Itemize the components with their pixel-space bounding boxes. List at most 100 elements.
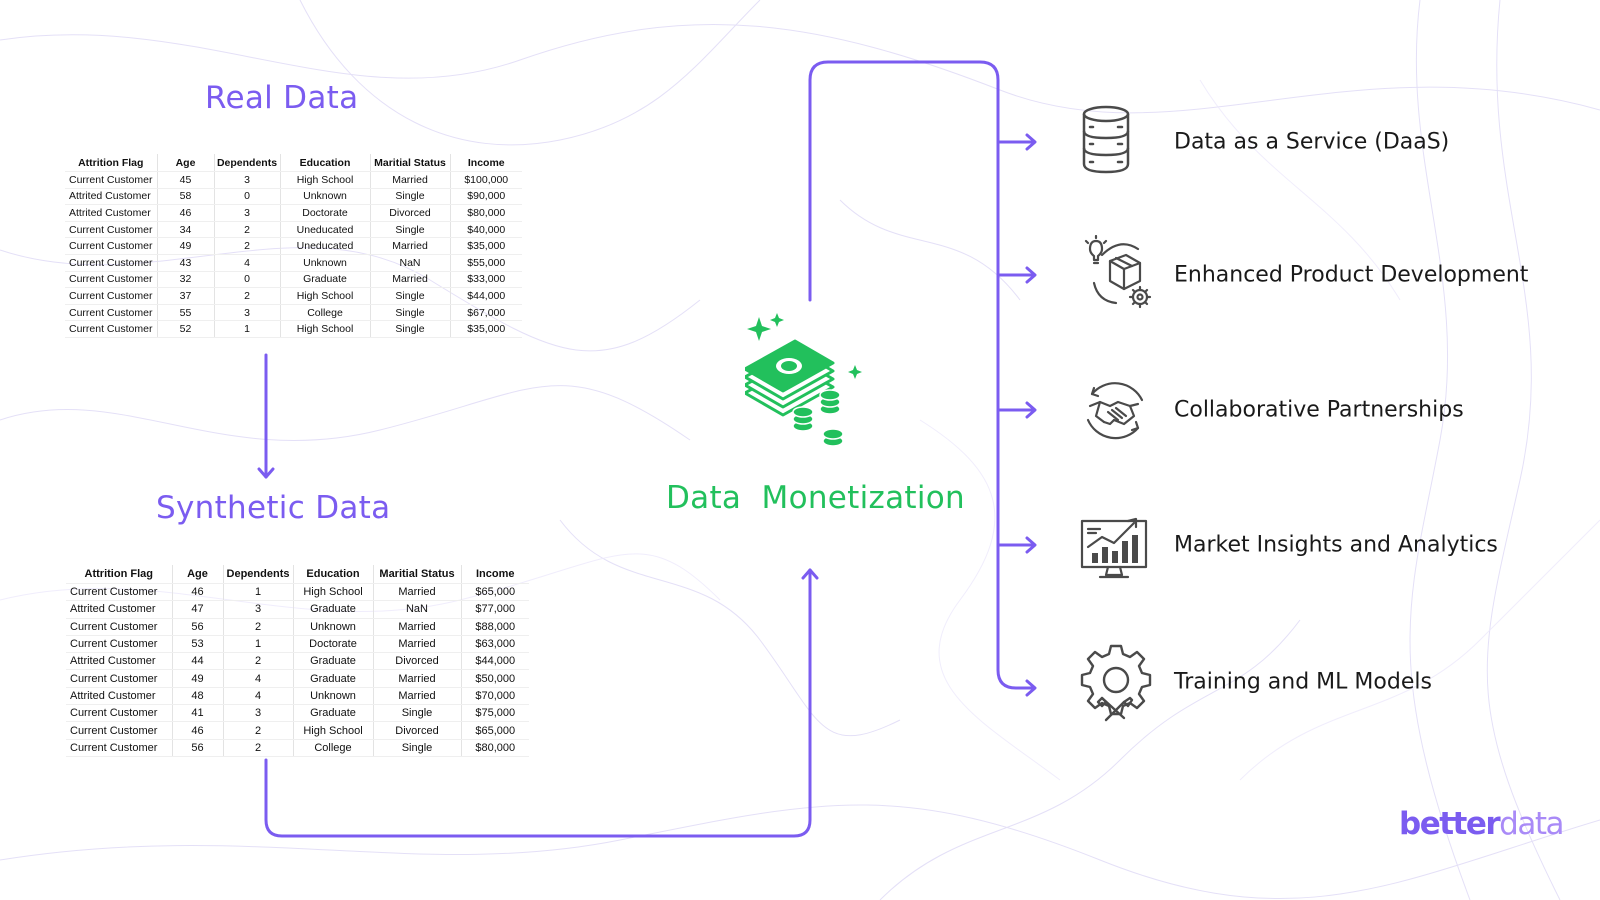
table-cell: $44,000: [461, 652, 529, 671]
table-cell: 1: [223, 583, 294, 602]
table-cell: 47: [172, 600, 224, 619]
table-cell: 46: [172, 583, 224, 602]
column-header: Education: [280, 154, 371, 172]
table-cell: Single: [370, 320, 451, 338]
table-cell: Current Customer: [66, 669, 173, 688]
table-cell: 1: [214, 320, 281, 338]
table-cell: 4: [214, 254, 281, 272]
table-cell: Married: [373, 583, 462, 602]
table-cell: 56: [172, 739, 224, 757]
real-data-title: Real Data: [205, 80, 359, 116]
use-case-label: Market Insights and Analytics: [1174, 532, 1498, 558]
use-case-market-insights: Market Insights and Analytics: [1080, 505, 1580, 585]
table-cell: Single: [370, 304, 451, 322]
table-cell: 4: [223, 669, 294, 688]
table-cell: $65,000: [461, 583, 529, 602]
table-cell: $50,000: [461, 669, 529, 688]
table-cell: 3: [214, 204, 281, 222]
column-header: Dependents: [223, 565, 294, 584]
table-cell: 49: [157, 237, 215, 255]
table-cell: Current Customer: [65, 171, 158, 189]
table-cell: Single: [370, 221, 451, 239]
column-header: Income: [461, 565, 529, 584]
product-development-icon: [1084, 235, 1152, 309]
table-cell: High School: [280, 171, 371, 189]
column-header: Age: [172, 565, 224, 584]
column-header: Maritial Status: [373, 565, 462, 584]
table-cell: Attrited Customer: [65, 188, 158, 206]
table-cell: Divorced: [370, 204, 451, 222]
column-header: Age: [157, 154, 215, 172]
table-cell: Unknown: [293, 687, 374, 706]
table-cell: 3: [214, 304, 281, 322]
column-header: Education: [293, 565, 374, 584]
synthetic-to-monetization-connector: [264, 568, 812, 838]
table-cell: 3: [223, 704, 294, 723]
table-cell: High School: [280, 320, 371, 338]
use-case-label: Enhanced Product Development: [1174, 262, 1529, 288]
table-cell: NaN: [373, 600, 462, 619]
table-cell: 52: [157, 320, 215, 338]
table-cell: Unknown: [293, 618, 374, 636]
table-cell: Current Customer: [66, 704, 173, 723]
table-cell: 2: [223, 721, 294, 740]
table-cell: High School: [280, 287, 371, 305]
table-cell: Divorced: [373, 721, 462, 740]
table-cell: $40,000: [450, 221, 522, 239]
table-cell: College: [280, 304, 371, 322]
table-cell: Attrited Customer: [65, 204, 158, 222]
table-cell: Doctorate: [280, 204, 371, 222]
data-monetization-title: Data Monetization: [666, 480, 965, 516]
use-case-label: Training and ML Models: [1174, 669, 1432, 695]
table-cell: $90,000: [450, 188, 522, 206]
column-header: Maritial Status: [370, 154, 451, 172]
table-cell: 55: [157, 304, 215, 322]
table-cell: Single: [373, 739, 462, 757]
table-cell: Married: [373, 669, 462, 688]
table-cell: Attrited Customer: [66, 687, 173, 706]
gear-wrench-icon: [1080, 644, 1152, 722]
table-cell: 2: [214, 287, 281, 305]
table-cell: Married: [373, 635, 462, 654]
use-case-product-development: Enhanced Product Development: [1080, 235, 1580, 315]
table-cell: 2: [214, 221, 281, 239]
table-cell: 2: [214, 237, 281, 255]
table-cell: $63,000: [461, 635, 529, 654]
table-cell: $55,000: [450, 254, 522, 272]
table-cell: Graduate: [293, 600, 374, 619]
column-header: Dependents: [214, 154, 281, 172]
table-cell: Current Customer: [66, 583, 173, 602]
table-cell: Divorced: [373, 652, 462, 671]
table-cell: Current Customer: [65, 320, 158, 338]
handshake-icon: [1086, 382, 1144, 440]
table-cell: 2: [223, 652, 294, 671]
table-cell: $80,000: [461, 739, 529, 757]
table-cell: Current Customer: [66, 739, 173, 757]
table-cell: 3: [214, 171, 281, 189]
table-cell: Current Customer: [66, 618, 173, 636]
column-header: Attrition Flag: [66, 565, 173, 584]
use-case-partnerships: Collaborative Partnerships: [1080, 370, 1580, 450]
table-cell: 48: [172, 687, 224, 706]
table-cell: 1: [223, 635, 294, 654]
table-cell: 37: [157, 287, 215, 305]
table-cell: 43: [157, 254, 215, 272]
table-cell: Married: [373, 687, 462, 706]
table-cell: Married: [370, 271, 451, 289]
